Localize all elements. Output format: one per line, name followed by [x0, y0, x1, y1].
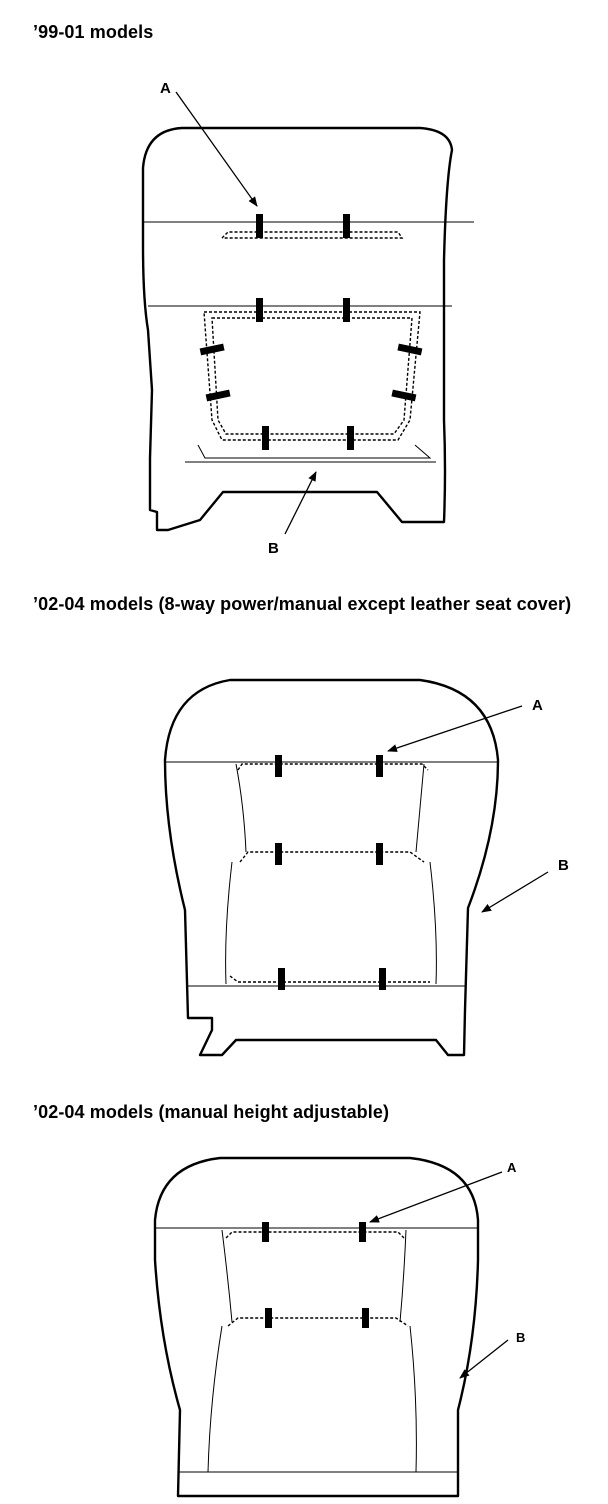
seatback-outline [141, 126, 474, 532]
section-heading-99-01: ’99-01 models [33, 22, 154, 42]
callout-b: B [516, 1330, 525, 1345]
seatback-diagram-02-04-manual: A B [153, 1156, 525, 1498]
callout-a: A [507, 1160, 517, 1175]
leader-a [175, 91, 258, 207]
callout-b: B [268, 540, 279, 557]
hog-ring-clips [262, 1222, 369, 1328]
seatback-diagram-99-01: A B [141, 80, 474, 557]
seams-dashed [229, 763, 430, 983]
section-heading-02-04-8way: ’02-04 models (8-way power/manual except… [33, 594, 572, 614]
upper-seam-dashed [221, 231, 404, 239]
callout-b: B [558, 857, 569, 874]
leader-b [284, 471, 317, 535]
leader-a [387, 705, 523, 752]
section-heading-02-04-manual: ’02-04 models (manual height adjustable) [33, 1102, 390, 1122]
callout-a: A [532, 697, 543, 714]
seatback-outline [153, 1156, 480, 1498]
callout-a: A [160, 80, 171, 97]
hog-ring-clips [199, 214, 423, 450]
lower-seam-dashed [203, 311, 421, 441]
seatback-outline [163, 678, 500, 1057]
seatback-diagram-02-04-8way: A B [163, 678, 569, 1057]
seams-dashed [225, 1231, 409, 1327]
leader-b [481, 871, 549, 913]
hog-ring-clips [275, 755, 386, 990]
leader-a [369, 1171, 503, 1223]
leader-b [459, 1339, 509, 1379]
